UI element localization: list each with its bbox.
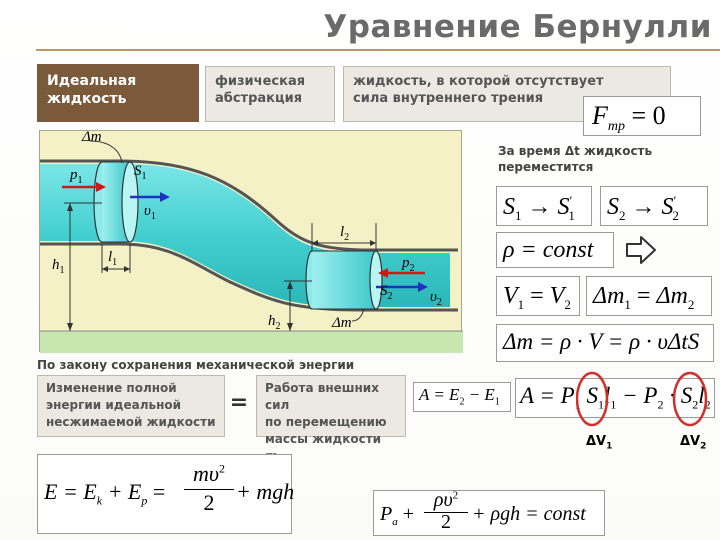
h2-label: h2 xyxy=(268,313,281,332)
dv1-label: ΔV1 xyxy=(586,434,613,452)
v1-label: υ1 xyxy=(144,203,156,222)
description-line-1: жидкость, в которой отсутствует xyxy=(353,74,604,89)
mass-equality: Δm1 = Δm2 xyxy=(586,276,712,316)
term-box: Идеальная жидкость xyxy=(37,64,199,122)
page-title: Уравнение Бернулли xyxy=(323,9,712,45)
title-divider xyxy=(36,49,720,51)
term-line-2: жидкость xyxy=(47,91,127,107)
dm-bottom-label: Δm xyxy=(332,315,352,331)
rho-const-formula: ρ = const xyxy=(496,232,614,268)
category-line-2: абстракция xyxy=(215,91,303,106)
equals-sign: = xyxy=(229,390,249,415)
dm-top-label: Δm xyxy=(82,129,102,145)
pipe-wall-top xyxy=(40,159,458,252)
category-box: физическая абстракция xyxy=(205,66,335,122)
description-box: жидкость, в которой отсутствует сила вну… xyxy=(343,66,671,122)
l1-label: l1 xyxy=(108,249,118,268)
dv2-label: ΔV2 xyxy=(680,434,707,452)
p2-label: p2 xyxy=(402,255,415,274)
total-energy-formula: E = Ek + Ep = mυ2 2 + mgh xyxy=(37,454,294,534)
category-line-1: физическая xyxy=(215,74,306,89)
mass-formula: Δm = ρ · V = ρ · υΔtS xyxy=(496,324,714,362)
time-note: За время Δt жидкость переместится xyxy=(498,144,653,174)
highlight-circles xyxy=(576,371,708,427)
s1-transition-formula: S1 → S′1 xyxy=(496,186,592,226)
work-energy-formula: A = E2 − E1 xyxy=(413,382,511,412)
term-line-1: Идеальная xyxy=(47,73,137,89)
friction-formula: Fтр = 0 xyxy=(583,96,701,136)
pipe-drawing xyxy=(40,140,463,353)
description-line-2: сила внутреннего трения xyxy=(353,91,544,106)
arrow-right-icon xyxy=(626,236,656,264)
s2-label: S2 xyxy=(380,283,393,302)
work-box: Работа внешних сил по перемещению массы … xyxy=(256,375,406,463)
ground xyxy=(40,331,463,353)
p1-label: p1 xyxy=(70,167,83,186)
volume-equality: V1 = V2 xyxy=(496,276,580,316)
v2-label: υ2 xyxy=(430,289,442,308)
pipe-diagram: Δm p1 S1 υ1 h1 l1 l2 p2 S2 υ2 h2 Δm xyxy=(39,129,463,353)
s1-label: S1 xyxy=(134,163,147,182)
energy-law-caption: По закону сохранения механической энерги… xyxy=(37,358,355,372)
s2-transition-formula: S2 → S′2 xyxy=(600,186,708,226)
bernoulli-formula: Pa + ρυ2 2 + ρgh = const xyxy=(373,489,605,536)
energy-change-box: Изменение полной энергии идеальной несжи… xyxy=(37,375,225,437)
h1-label: h1 xyxy=(52,257,65,276)
l2-label: l2 xyxy=(340,224,350,243)
